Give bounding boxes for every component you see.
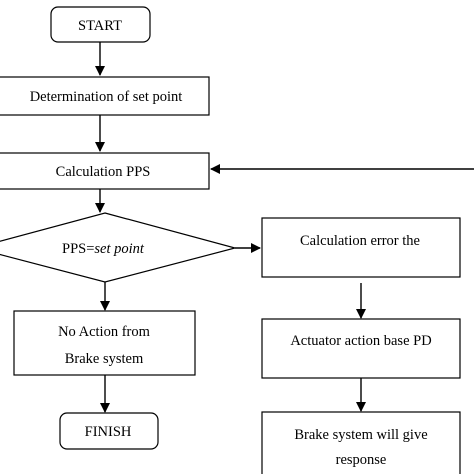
calc-error-label: Calculation error the: [300, 233, 420, 249]
brake-response-line1: Brake system will give: [294, 427, 427, 443]
brake-response-line2: response: [336, 452, 387, 468]
start-label: START: [78, 18, 122, 34]
no-action-box: [13, 310, 196, 376]
calc-pps-box: [0, 152, 210, 190]
decision-label-prefix: PPS=: [62, 241, 94, 257]
finish-terminal: [59, 412, 159, 450]
calc-pps-label: Calculation PPS: [56, 164, 151, 180]
calc-error-box: [261, 217, 461, 278]
decision-label-italic: set point: [94, 241, 145, 257]
decision-label: PPS=set point: [62, 241, 145, 257]
no-action-line1: No Action from: [58, 324, 151, 340]
finish-label: FINISH: [85, 424, 132, 440]
no-action-line2: Brake system: [65, 351, 144, 367]
set-point-box: [0, 76, 210, 116]
actuator-label: Actuator action base PD: [290, 333, 431, 349]
set-point-label: Determination of set point: [30, 89, 183, 105]
brake-response-box: [261, 411, 461, 474]
